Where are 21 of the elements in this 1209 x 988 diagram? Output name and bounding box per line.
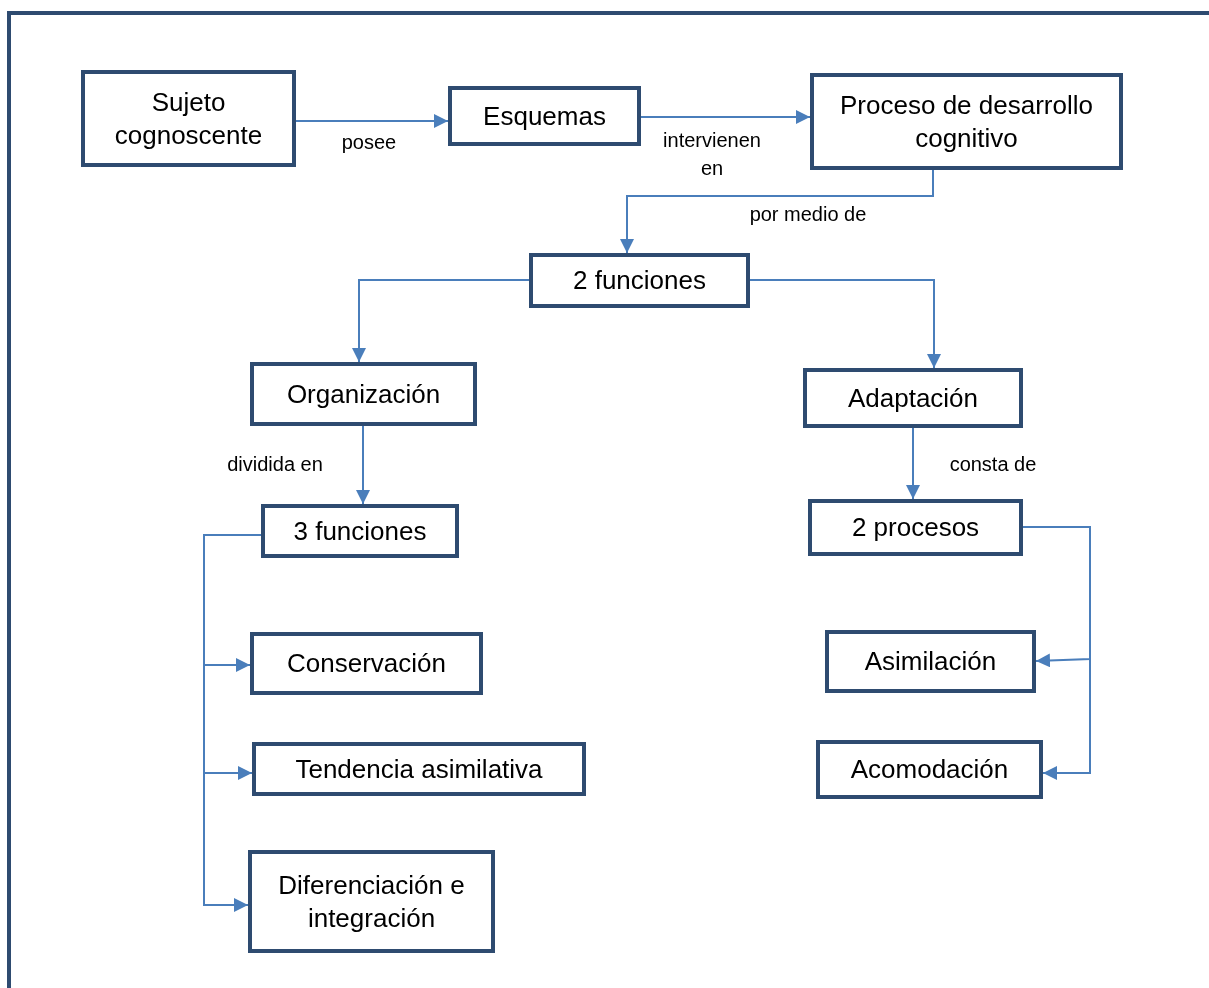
concept-box: Diferenciación e integración (248, 850, 495, 953)
arrow (620, 169, 934, 254)
concept-box: 2 procesos (808, 499, 1023, 556)
arrow (352, 279, 530, 363)
concept-box: Conservación (250, 632, 483, 695)
arrow (749, 279, 941, 369)
arrow (295, 114, 449, 128)
concept-box: 2 funciones (529, 253, 750, 308)
concept-box: Acomodación (816, 740, 1043, 799)
arrow (640, 110, 811, 124)
concept-box: Adaptación (803, 368, 1023, 428)
arrow (356, 425, 370, 505)
concept-box: Esquemas (448, 86, 641, 146)
concept-box: 3 funciones (261, 504, 459, 558)
arrow (906, 427, 920, 500)
concept-box: Sujeto cognoscente (81, 70, 296, 167)
concept-box: Tendencia asimilativa (252, 742, 586, 796)
concept-box: Organización (250, 362, 477, 426)
concept-box: Asimilación (825, 630, 1036, 693)
concept-box: Proceso de desarrollo cognitivo (810, 73, 1123, 170)
arrow (1022, 526, 1091, 780)
